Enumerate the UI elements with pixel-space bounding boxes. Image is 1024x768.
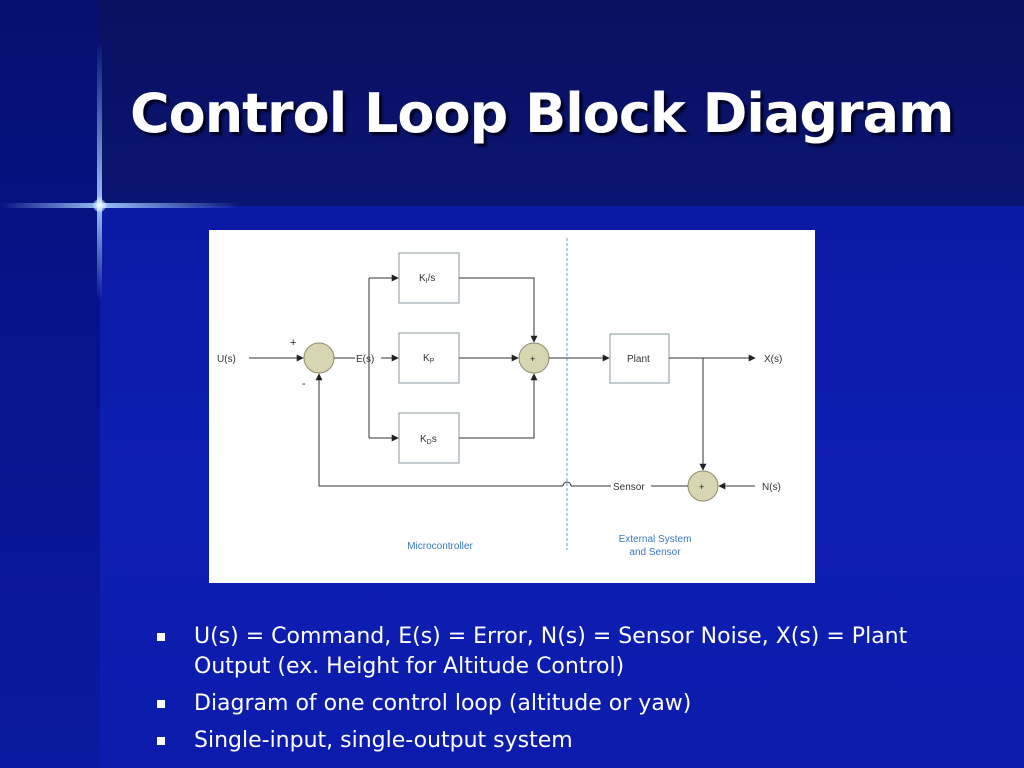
bullet-text: Diagram of one control loop (altitude or… xyxy=(194,691,692,716)
square-bullet-icon xyxy=(157,633,165,641)
bullet-text: U(s) = Command, E(s) = Error, N(s) = Sen… xyxy=(194,624,908,679)
output-label: X(s) xyxy=(764,354,782,365)
external-system-region-label-line1: External System xyxy=(619,534,692,545)
pid-junction-plus: + xyxy=(530,354,535,364)
plus-sign: + xyxy=(290,337,296,349)
external-system-region-label-line2: and Sensor xyxy=(629,547,681,558)
sensor-label: Sensor xyxy=(613,482,645,493)
bullet-item: U(s) = Command, E(s) = Error, N(s) = Sen… xyxy=(155,622,975,682)
input-label: U(s) xyxy=(217,354,236,365)
feedback-crossover xyxy=(562,481,572,487)
error-summing-junction xyxy=(303,342,335,374)
bullet-list: U(s) = Command, E(s) = Error, N(s) = Sen… xyxy=(155,622,975,763)
minus-sign: - xyxy=(302,378,306,390)
square-bullet-icon xyxy=(157,700,165,708)
bullet-text: Single-input, single-output system xyxy=(194,728,573,753)
ki-output-line xyxy=(459,277,538,343)
microcontroller-region-label: Microcontroller xyxy=(407,541,473,552)
block-diagram-svg: U(s) + - E(s) KI/s KP KDs + xyxy=(217,238,782,558)
derivative-gain-block xyxy=(398,412,460,464)
slide-title: Control Loop Block Diagram xyxy=(130,82,954,145)
integral-gain-label: KI/s xyxy=(419,273,435,285)
lens-flare-horizontal xyxy=(0,203,240,208)
lens-flare-vertical xyxy=(97,40,102,300)
lens-flare-icon xyxy=(93,199,106,212)
proportional-gain-label: KP xyxy=(423,353,435,365)
block-diagram-figure: U(s) + - E(s) KI/s KP KDs + xyxy=(209,230,815,583)
plant-label: Plant xyxy=(627,354,650,365)
error-label: E(s) xyxy=(356,354,374,365)
slide-header-band xyxy=(100,0,1024,206)
proportional-gain-block xyxy=(398,332,460,384)
kd-output-line xyxy=(459,373,538,439)
derivative-gain-label: KDs xyxy=(420,434,437,446)
noise-label: N(s) xyxy=(762,482,781,493)
feedback-line-left xyxy=(315,373,563,487)
square-bullet-icon xyxy=(157,737,165,745)
slide-background-left-band xyxy=(0,0,100,768)
bullet-item: Single-input, single-output system xyxy=(155,726,975,756)
sensor-junction-plus: + xyxy=(699,482,704,492)
bullet-item: Diagram of one control loop (altitude or… xyxy=(155,689,975,719)
plant-block xyxy=(609,333,670,384)
